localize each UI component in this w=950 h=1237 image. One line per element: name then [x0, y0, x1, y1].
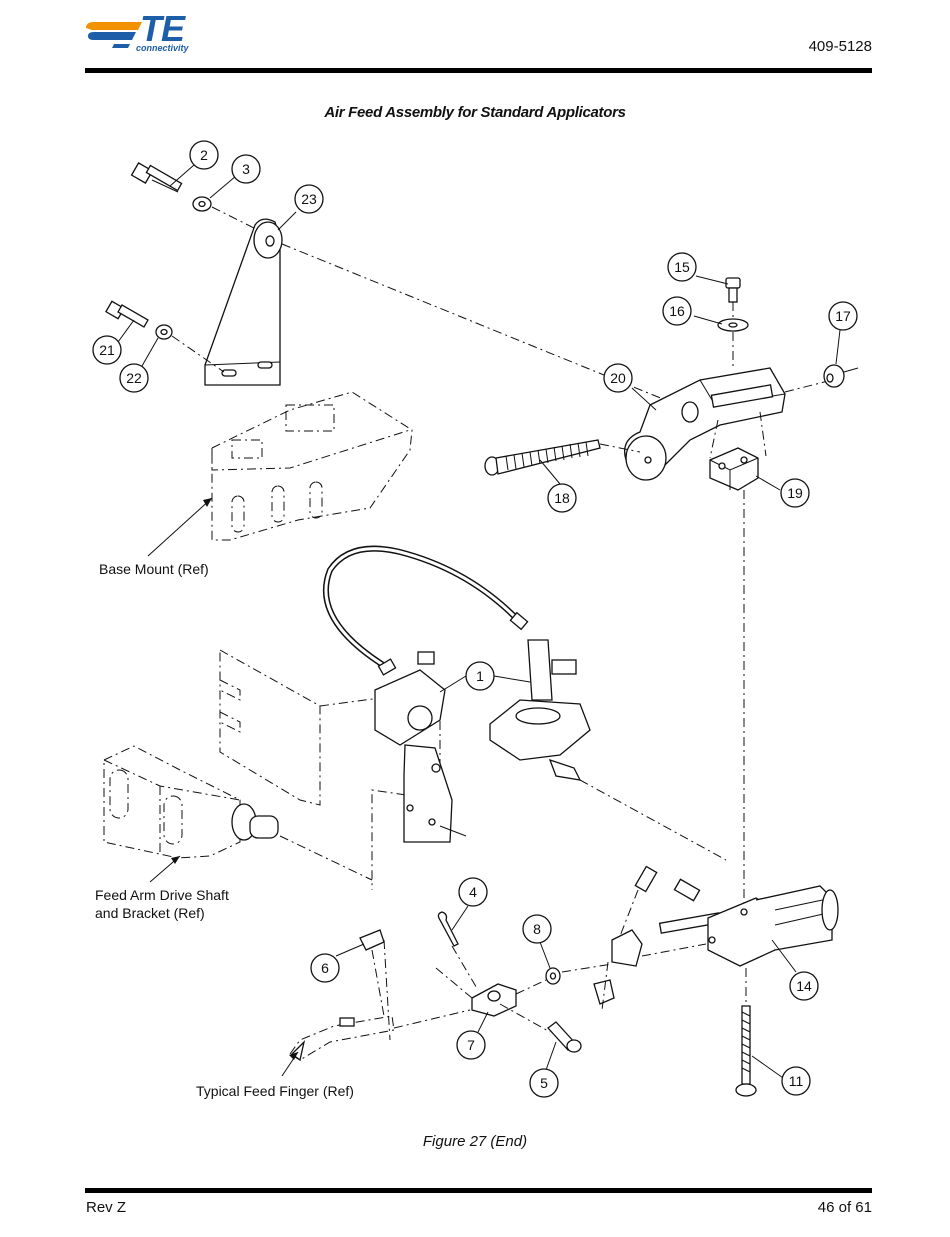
- callout-18: 18: [547, 483, 577, 513]
- washer-16-hole: [728, 322, 738, 328]
- washer-22-hole: [160, 328, 168, 336]
- callout-4: 4: [458, 877, 488, 907]
- label-feed-arm-2: and Bracket (Ref): [95, 905, 205, 921]
- feed-finger-ref-part: [289, 1015, 395, 1062]
- svg-text:20: 20: [610, 370, 626, 386]
- bracket-23-part: [204, 218, 283, 386]
- svg-text:23: 23: [301, 191, 317, 207]
- footer-rule: [85, 1188, 872, 1193]
- washer-8-hole: [549, 972, 557, 980]
- svg-text:2: 2: [200, 147, 208, 163]
- callout-leaders: [117, 164, 841, 1081]
- pin-5-part: [547, 1021, 582, 1053]
- leader-base-mount: [147, 497, 213, 557]
- label-base-mount: Base Mount (Ref): [99, 561, 209, 577]
- figure-title: Air Feed Assembly for Standard Applicato…: [324, 104, 626, 121]
- air-tube-part: [323, 545, 523, 671]
- svg-text:8: 8: [533, 921, 541, 937]
- te-logo-stripes: [86, 22, 142, 48]
- logo-subtext: connectivity: [136, 43, 189, 53]
- screw-18-part: [484, 439, 601, 476]
- svg-text:7: 7: [467, 1037, 475, 1053]
- svg-text:18: 18: [554, 490, 570, 506]
- bolt-2-part: [130, 162, 183, 193]
- svg-text:16: 16: [669, 303, 685, 319]
- revision: Rev Z: [86, 1199, 127, 1216]
- callout-1: 1: [465, 661, 495, 691]
- svg-text:1: 1: [476, 668, 484, 684]
- page-number: 46 of 61: [817, 1199, 872, 1216]
- svg-text:6: 6: [321, 960, 329, 976]
- valve-assembly-1-part: [374, 651, 467, 843]
- regulator-part: [489, 611, 591, 781]
- callout-19: 19: [780, 478, 810, 508]
- washer-3-hole: [198, 200, 206, 208]
- logo-text: TE: [140, 8, 185, 49]
- callout-8: 8: [522, 914, 552, 944]
- callout-21: 21: [92, 335, 122, 365]
- block-19-part: [709, 447, 759, 491]
- svg-text:22: 22: [126, 370, 142, 386]
- svg-text:3: 3: [242, 161, 250, 177]
- feed-block-20-part: [623, 367, 786, 481]
- callout-2: 2: [189, 140, 219, 170]
- clevis-7-part: [471, 983, 517, 1017]
- callout-15: 15: [667, 252, 697, 282]
- callout-3: 3: [231, 154, 261, 184]
- callout-20: 20: [603, 363, 633, 393]
- label-feed-arm-1: Feed Arm Drive Shaft: [95, 887, 229, 903]
- screw-11-part: [735, 1005, 757, 1097]
- collar-17-hole: [826, 373, 834, 383]
- bolt-21-part: [105, 300, 149, 328]
- callout-16: 16: [662, 296, 692, 326]
- callout-11: 11: [781, 1066, 811, 1096]
- callout-5: 5: [529, 1068, 559, 1098]
- svg-text:19: 19: [787, 485, 803, 501]
- base-mount-ref-part: [211, 391, 413, 541]
- feed-arm-bracket-ref-part: [103, 745, 279, 859]
- screw-15-part: [725, 277, 741, 303]
- header-rule: [85, 68, 872, 73]
- figure-caption: Figure 27 (End): [422, 1133, 528, 1150]
- callout-14: 14: [789, 971, 819, 1001]
- document-number: 409-5128: [808, 38, 872, 55]
- pin-4-part: [437, 911, 459, 947]
- callout-22: 22: [119, 363, 149, 393]
- svg-text:17: 17: [835, 308, 851, 324]
- callout-7: 7: [456, 1030, 486, 1060]
- centerline-1-14: [579, 779, 727, 861]
- lever-part: [593, 865, 658, 1005]
- callout-17: 17: [828, 301, 858, 331]
- air-cylinder-14-part: [658, 878, 839, 967]
- label-feed-finger: Typical Feed Finger (Ref): [196, 1083, 354, 1099]
- svg-text:11: 11: [789, 1073, 804, 1089]
- svg-text:4: 4: [469, 884, 477, 900]
- svg-text:21: 21: [99, 342, 115, 358]
- svg-text:5: 5: [540, 1075, 548, 1091]
- svg-text:15: 15: [674, 259, 690, 275]
- callout-23: 23: [294, 184, 324, 214]
- callout-6: 6: [310, 953, 340, 983]
- svg-text:14: 14: [796, 978, 812, 994]
- clip-6-part: [359, 929, 385, 951]
